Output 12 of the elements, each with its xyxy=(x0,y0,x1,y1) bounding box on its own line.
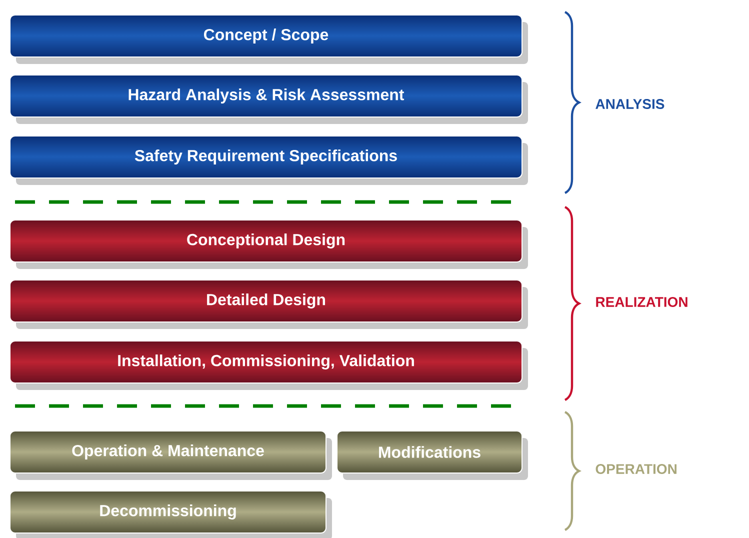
process-bar: Hazard Analysis & Risk Assessment xyxy=(10,74,528,124)
process-bar: Installation, Commissioning, Validation xyxy=(10,340,528,390)
phase-label: OPERATION xyxy=(596,464,676,474)
process-bar: Modifications xyxy=(336,430,528,480)
process-bar: Concept / Scope xyxy=(10,14,528,64)
phase-label: REALIZATION xyxy=(596,297,688,307)
process-bar: Decommissioning xyxy=(10,490,332,538)
process-bar: Operation & Maintenance xyxy=(10,430,332,480)
process-bar: Conceptional Design xyxy=(10,220,528,269)
process-bar: Detailed Design xyxy=(10,280,528,329)
process-bar: Safety Requirement Specifications xyxy=(10,136,528,185)
phase-label: ANALYSIS xyxy=(596,99,664,109)
